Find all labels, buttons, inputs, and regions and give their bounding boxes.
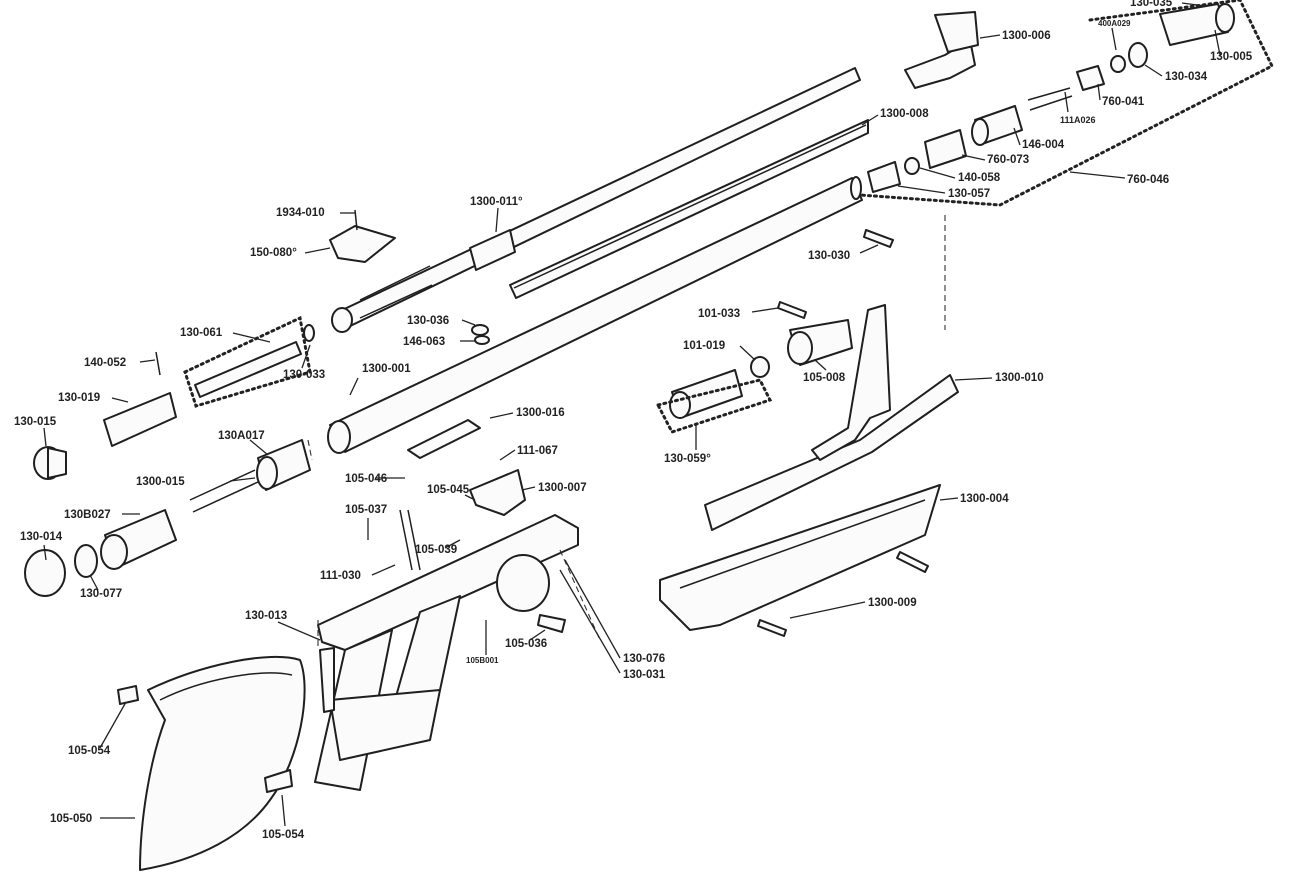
label-1300-009: 1300-009 — [868, 597, 917, 609]
small-parts — [24, 209, 894, 597]
label-1300-008: 1300-008 — [880, 108, 929, 120]
label-130-036: 130-036 — [407, 315, 449, 327]
label-760-073: 760-073 — [987, 154, 1029, 166]
label-1300-015: 1300-015 — [136, 476, 185, 488]
label-1934-010: 1934-010 — [276, 207, 325, 219]
label-105-036: 105-036 — [505, 638, 547, 650]
label-111-030: 111-030 — [320, 570, 361, 582]
label-1300-016: 1300-016 — [516, 407, 565, 419]
label-105-054-a: 105-054 — [68, 745, 111, 757]
label-130-031: 130-031 — [623, 669, 666, 681]
label-111-067: 111-067 — [517, 445, 558, 457]
label-130-013: 130-013 — [245, 610, 287, 622]
label-1300-006: 1300-006 — [1002, 30, 1051, 42]
label-130A017: 130A017 — [218, 430, 265, 442]
leader-lines — [43, 2, 1221, 827]
label-130-077: 130-077 — [80, 588, 122, 600]
label-130-014: 130-014 — [20, 531, 63, 543]
label-130-019: 130-019 — [58, 392, 100, 404]
label-101-019: 101-019 — [683, 340, 725, 352]
label-130-057: 130-057 — [948, 188, 990, 200]
label-130-015: 130-015 — [14, 416, 57, 428]
label-400A029: 400A029 — [1098, 19, 1131, 28]
label-105-046: 105-046 — [345, 473, 387, 485]
label-111A026: 111A026 — [1060, 115, 1096, 125]
label-1300-001: 1300-001 — [362, 363, 411, 375]
breech-block — [904, 11, 979, 89]
label-140-058: 140-058 — [958, 172, 1001, 184]
valve-assembly — [867, 3, 1235, 193]
label-130-034: 130-034 — [1165, 71, 1208, 83]
main-tube — [327, 176, 863, 454]
label-760-046: 760-046 — [1127, 174, 1169, 186]
label-1300-010: 1300-010 — [995, 372, 1044, 384]
label-130-035: 130-035 — [1130, 0, 1173, 9]
label-130B027: 130B027 — [64, 509, 111, 521]
label-105B001: 105B001 — [466, 656, 499, 665]
forearm — [659, 484, 941, 637]
label-146-004: 146-004 — [1022, 139, 1065, 151]
label-105-039: 105-039 — [415, 544, 457, 556]
label-760-041: 760-041 — [1102, 96, 1145, 108]
label-1300-011: 1300-011° — [470, 196, 523, 208]
label-101-033: 101-033 — [698, 308, 740, 320]
label-1300-007: 1300-007 — [538, 482, 587, 494]
barrel-shroud — [509, 119, 869, 299]
label-130-030: 130-030 — [808, 250, 850, 262]
grip — [117, 614, 566, 871]
label-105-054-b: 105-054 — [262, 829, 305, 841]
label-140-052: 140-052 — [84, 357, 126, 369]
label-130-005: 130-005 — [1210, 51, 1253, 63]
label-130-061: 130-061 — [180, 327, 223, 339]
label-130-033: 130-033 — [283, 369, 325, 381]
label-146-063: 146-063 — [403, 336, 445, 348]
part-labels: 130-035 1300-006 400A029 130-005 130-034… — [14, 0, 1253, 841]
label-150-080: 150-080° — [250, 247, 297, 259]
label-1300-004: 1300-004 — [960, 493, 1009, 505]
label-105-037: 105-037 — [345, 504, 387, 516]
label-105-050: 105-050 — [50, 813, 92, 825]
group-outlines — [183, 0, 1274, 650]
cocking-lever — [669, 304, 959, 531]
label-105-045: 105-045 — [427, 484, 470, 496]
barrel — [331, 67, 861, 333]
label-130-059: 130-059° — [664, 453, 711, 465]
trigger-frame — [314, 419, 579, 791]
label-130-076: 130-076 — [623, 653, 665, 665]
label-105-008: 105-008 — [803, 372, 846, 384]
